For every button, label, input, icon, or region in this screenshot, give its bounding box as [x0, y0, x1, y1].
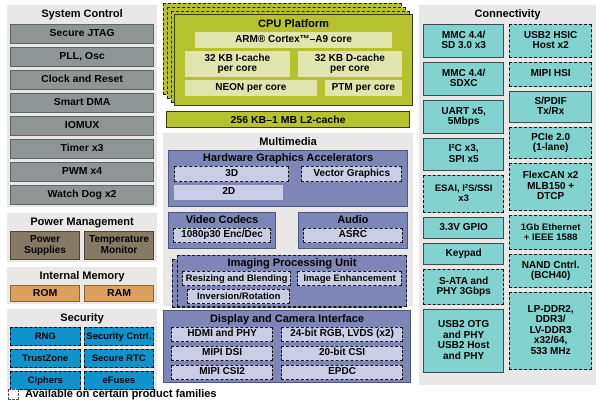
legend: Available on certain product families	[8, 388, 217, 400]
box-sata-phy: S-ATA and PHY 3Gbps	[423, 269, 505, 305]
box-usb2-otg-host: USB2 OTG and PHY USB2 Host and PHY	[423, 309, 505, 373]
box-2d: 2D	[174, 185, 284, 200]
box-mipi-csi2: MIPI CSI2	[171, 365, 274, 380]
box-mipi-hsi: MIPI HSI	[509, 62, 592, 87]
audio-block: Audio ASRC	[297, 212, 408, 249]
box-l2-cache: 256 KB–1 MB L2-cache	[166, 111, 410, 128]
system-control-title: System Control	[41, 8, 123, 20]
box-watchdog: Watch Dog x2	[10, 185, 154, 205]
box-image-enhancement: Image Enhancement	[297, 271, 402, 286]
legend-label: Available on certain product families	[25, 388, 217, 400]
middle-column: CPU Platform ARM® Cortex™–A9 core 32 KB …	[163, 0, 413, 409]
box-esai-i2s-ssi: ESAI, I²S/SSI x3	[423, 175, 505, 213]
section-system-control: System Control Secure JTAG PLL, Osc Cloc…	[7, 5, 157, 207]
box-nand-cntrl: NAND Cntrl. (BCH40)	[509, 254, 592, 288]
audio-title: Audio	[337, 214, 369, 226]
cpu-platform-stack: CPU Platform ARM® Cortex™–A9 core 32 KB …	[163, 3, 413, 107]
box-temperature-monitor: Temperature Monitor	[84, 231, 154, 260]
box-arm-cortex-a9: ARM® Cortex™–A9 core	[195, 32, 392, 48]
box-mipi-dsi: MIPI DSI	[171, 346, 274, 361]
box-i2c-spi: I²C x3, SPI x5	[423, 138, 505, 171]
left-column: System Control Secure JTAG PLL, Osc Cloc…	[7, 5, 157, 392]
connectivity-col-2: USB2 HSIC Host x2 MIPI HSI S/PDIF Tx/Rx …	[509, 24, 592, 377]
box-ram: RAM	[84, 285, 154, 302]
section-internal-memory: Internal Memory ROM RAM	[7, 267, 157, 304]
display-camera-interface: Display and Camera Interface HDMI and PH…	[163, 310, 411, 383]
cpu-platform-card: CPU Platform ARM® Cortex™–A9 core 32 KB …	[174, 14, 413, 106]
box-mmc-sd3: MMC 4.4/ SD 3.0 x3	[423, 24, 505, 58]
imaging-processing-unit: Imaging Processing Unit Resizing and Ble…	[177, 255, 407, 307]
box-power-supplies: Power Supplies	[10, 231, 80, 260]
video-codecs-title: Video Codecs	[185, 214, 259, 226]
box-keypad: Keypad	[423, 243, 505, 265]
box-hdmi-phy: HDMI and PHY	[171, 327, 274, 342]
box-epdc: EPDC	[281, 365, 403, 380]
section-power-management: Power Management Power Supplies Temperat…	[7, 213, 157, 262]
box-resizing-blending: Resizing and Blending	[182, 271, 292, 286]
box-20bit-csi: 20-bit CSI	[281, 346, 403, 361]
box-icache: 32 KB I-cache per core	[185, 51, 290, 77]
box-dcache: 32 KB D-cache per core	[297, 51, 402, 77]
hardware-graphics-accelerators: Hardware Graphics Accelerators 3D Vector…	[168, 150, 408, 207]
box-rgb-lvds: 24-bit RGB, LVDS (x2)	[281, 327, 403, 342]
box-gpio: 3.3V GPIO	[423, 217, 505, 239]
box-rng: RNG	[10, 327, 81, 346]
box-ciphers: Ciphers	[10, 371, 81, 390]
cpu-platform-title: CPU Platform	[258, 18, 329, 30]
box-ptm: PTM per core	[324, 80, 402, 96]
display-camera-title: Display and Camera Interface	[209, 313, 365, 325]
box-flexcan-mlb: FlexCAN x2 MLB150 + DTCP	[509, 163, 592, 211]
box-pll-osc: PLL, Osc	[10, 47, 154, 67]
dashed-box-icon	[8, 388, 19, 400]
box-timer: Timer x3	[10, 139, 154, 159]
box-rom: ROM	[10, 285, 80, 302]
box-pwm: PWM x4	[10, 162, 154, 182]
connectivity-col-1: MMC 4.4/ SD 3.0 x3 MMC 4.4/ SDXC UART x5…	[423, 24, 505, 377]
ipu-title: Imaging Processing Unit	[227, 257, 357, 269]
video-codecs: Video Codecs 1080p30 Enc/Dec	[168, 212, 276, 249]
box-efuses: eFuses	[83, 371, 154, 390]
section-security: Security RNG Security Cntrl. TrustZone S…	[7, 309, 157, 392]
box-security-cntrl: Security Cntrl.	[83, 327, 154, 346]
box-smart-dma: Smart DMA	[10, 93, 154, 113]
box-neon: NEON per core	[185, 80, 317, 96]
box-uart: UART x5, 5Mbps	[423, 100, 505, 134]
box-secure-jtag: Secure JTAG	[10, 24, 154, 44]
box-trustzone: TrustZone	[10, 349, 81, 368]
security-title: Security	[60, 312, 104, 324]
box-pcie: PCIe 2.0 (1-lane)	[509, 127, 592, 159]
box-lpddr2-ddr3: LP-DDR2, DDR3/ LV-DDR3 x32/64, 533 MHz	[509, 292, 592, 370]
section-multimedia: Multimedia Hardware Graphics Accelerator…	[163, 133, 413, 308]
box-clock-reset: Clock and Reset	[10, 70, 154, 90]
box-vector-graphics: Vector Graphics	[301, 166, 402, 182]
box-spdif: S/PDIF Tx/Rx	[509, 91, 592, 123]
connectivity-title: Connectivity	[474, 8, 541, 20]
box-mmc-sdxc: MMC 4.4/ SDXC	[423, 62, 505, 96]
multimedia-title: Multimedia	[259, 136, 317, 148]
section-connectivity: Connectivity MMC 4.4/ SD 3.0 x3 MMC 4.4/…	[419, 5, 596, 385]
box-3d: 3D	[174, 166, 290, 182]
box-1080p30: 1080p30 Enc/Dec	[173, 228, 271, 243]
imaging-processing-unit-stack: Imaging Processing Unit Resizing and Ble…	[172, 255, 407, 308]
hga-title: Hardware Graphics Accelerators	[202, 152, 374, 164]
internal-memory-title: Internal Memory	[39, 270, 125, 282]
box-secure-rtc: Secure RTC	[83, 349, 154, 368]
box-asrc: ASRC	[302, 228, 403, 243]
box-ethernet-ieee1588: 1Gb Ethernet + IEEE 1588	[509, 215, 592, 250]
box-inversion-rotation: Inversion/Rotation	[187, 289, 291, 304]
power-management-title: Power Management	[30, 216, 134, 228]
box-iomux: IOMUX	[10, 116, 154, 136]
box-usb2-hsic: USB2 HSIC Host x2	[509, 24, 592, 58]
